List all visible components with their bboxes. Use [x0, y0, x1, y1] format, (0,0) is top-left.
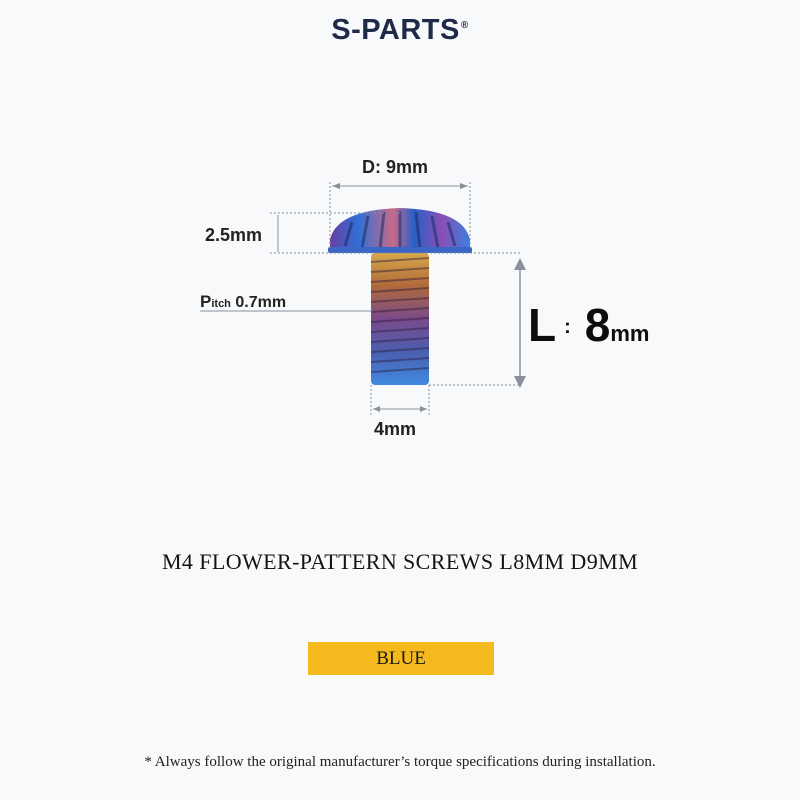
pitch-label: Pitch 0.7mm [200, 292, 286, 312]
length-arrowhead-top [514, 258, 526, 270]
diameter-label: D: 9mm [362, 157, 429, 177]
head-height-label: 2.5mm [205, 225, 263, 245]
brand-name: S-PARTS [331, 14, 460, 46]
width-arrowhead-left [373, 406, 380, 412]
width-arrowhead-right [420, 406, 427, 412]
length-value: 8 [584, 299, 611, 351]
brand-logo: S-PARTS® [0, 14, 800, 47]
screw-head-rim [328, 247, 472, 253]
color-badge: BLUE [308, 642, 494, 675]
screw-shank [371, 253, 429, 385]
screw-threads [370, 257, 430, 373]
screw-head-flutes [343, 211, 457, 250]
product-title: M4 FLOWER-PATTERN SCREWS L8MM D9MM [161, 549, 639, 574]
diameter-arrowhead-right [460, 183, 468, 189]
length-letter: L [528, 299, 557, 351]
length-label: L:8mm [528, 298, 650, 352]
registered-mark: ® [460, 20, 469, 32]
thread-width-label: 4mm [374, 419, 417, 439]
pitch-value: 0.7mm [235, 294, 287, 311]
length-unit: mm [610, 321, 650, 346]
pitch-prefix-small: itch [211, 298, 231, 310]
torque-note: * Always follow the original manufacture… [144, 754, 656, 770]
length-arrowhead-bottom [514, 376, 526, 388]
pitch-prefix: P [200, 292, 212, 311]
diameter-arrowhead-left [332, 183, 340, 189]
length-colon: : [564, 316, 571, 338]
